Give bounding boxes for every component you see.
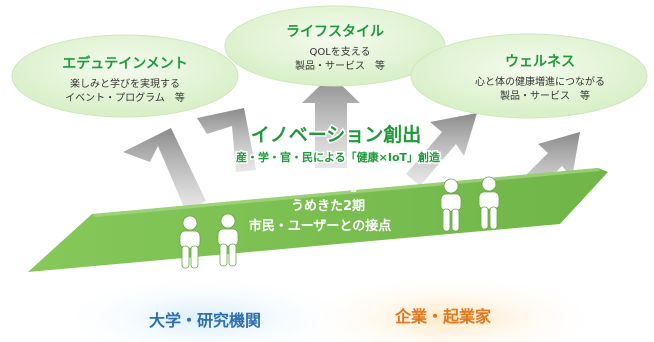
ellipse-wellness: ウェルネス 心と体の健康増進につながる 製品・サービス 等 [410, 33, 648, 119]
arrow-center-left-up [197, 108, 256, 172]
arrow-center-right-up [406, 113, 477, 186]
university-blob [67, 278, 343, 342]
person-icon-right-2 [478, 176, 500, 230]
person-icon-right-1 [440, 178, 462, 232]
platform-midori: 「みどり」 [295, 177, 365, 194]
enterprise-blob [310, 278, 590, 342]
wellness-title: ウェルネス [505, 54, 575, 70]
arrow-center-up [302, 75, 360, 168]
edutainment-desc-2: イベント・プログラム 等 [65, 91, 185, 104]
platform-highlight [92, 168, 600, 217]
person-icon-left-1 [179, 215, 201, 269]
person-icon-left-2 [217, 213, 239, 267]
arrow-left-up [123, 128, 206, 212]
edutainment-desc-1: 楽しみと学びを実現する [70, 77, 180, 90]
wellness-desc-2: 製品・サービス 等 [500, 89, 590, 102]
ellipse-edutainment: エデュテインメント 楽しみと学びを実現する イベント・プログラム 等 [11, 34, 239, 118]
wellness-desc-1: 心と体の健康増進につながる [475, 75, 605, 88]
ellipse-lifestyle: ライフスタイル QOLを支える 製品・サービス 等 [224, 5, 446, 87]
university-label: 大学・研究機関 [149, 311, 261, 330]
lifestyle-title: ライフスタイル [286, 24, 384, 40]
innovation-title: イノベーション創出 [251, 123, 422, 146]
innovation-subtitle: 産・学・官・民による「健康×IoT」創造 [236, 150, 441, 164]
platform-umekita: うめきた2期 [291, 199, 365, 214]
edutainment-title: エデュテインメント [62, 55, 188, 72]
lifestyle-desc-1: QOLを支える [309, 46, 370, 58]
platform-contact: 市民・ユーザーとの接点 [249, 218, 392, 234]
lifestyle-desc-2: 製品・サービス 等 [295, 59, 385, 72]
green-platform [28, 168, 608, 272]
enterprise-label: 企業・起業家 [394, 307, 492, 326]
